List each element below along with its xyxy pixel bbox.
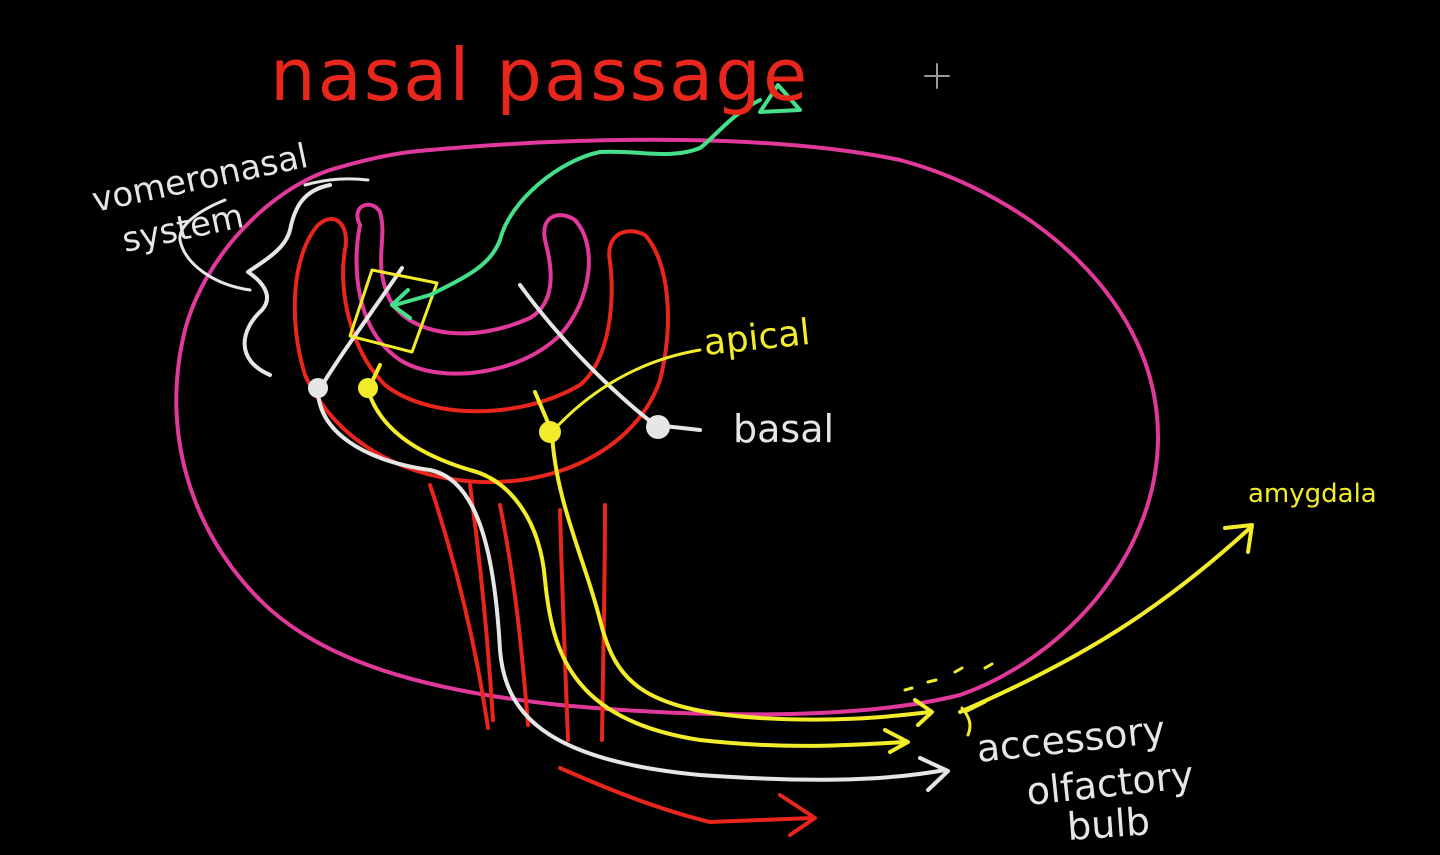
white-arrowhead (918, 756, 950, 792)
basal-neuron-right-line (518, 283, 702, 432)
apical-pathway-yellow-2 (550, 430, 932, 722)
bulb-mark-y (960, 700, 987, 737)
basal-neuron-right (646, 415, 670, 439)
odorant-path (393, 98, 762, 307)
title-label: nasal passage (270, 33, 809, 117)
basal-pathway-white-branch (316, 266, 404, 394)
basal-label: basal (733, 407, 834, 451)
nerve-bundle-red-4 (558, 508, 570, 742)
odorant-triangle (758, 83, 802, 114)
amygdala-arrowhead (1223, 523, 1254, 554)
amygdala-label: amygdala (1248, 479, 1377, 509)
receptor-box (348, 268, 439, 354)
yellow-arrowhead-1 (883, 728, 910, 754)
basal-pathway-white (316, 390, 947, 782)
nasal-cavity-outline (174, 137, 1161, 717)
nerve-bundle-red-3 (498, 503, 530, 727)
nerve-bundle-red-1 (428, 483, 490, 730)
apical-label: apical (702, 312, 812, 364)
amygdala-pathway (958, 526, 1252, 714)
nerve-bundle-red-5 (600, 503, 607, 742)
turbinate-tissue (292, 217, 670, 485)
basal-neuron-left (308, 378, 328, 398)
odorant-arrowhead (390, 288, 412, 320)
bulb-marks (903, 662, 994, 692)
apical-pointer (550, 348, 702, 434)
apical-pathway-yellow-1 (366, 388, 907, 748)
inner-epithelium (354, 202, 591, 376)
cursor-crosshair (924, 63, 950, 89)
vomeronasal-pointer (178, 198, 252, 292)
vomeronasal-pointer-top (303, 177, 370, 187)
bulb-label: bulb (1066, 799, 1152, 849)
vomeronasal-bracket (242, 183, 332, 377)
yellow-arrowhead-2 (913, 698, 934, 727)
apical-neuron-right (539, 421, 561, 443)
apical-neuron-left (358, 378, 378, 398)
red-arrow (558, 766, 817, 837)
